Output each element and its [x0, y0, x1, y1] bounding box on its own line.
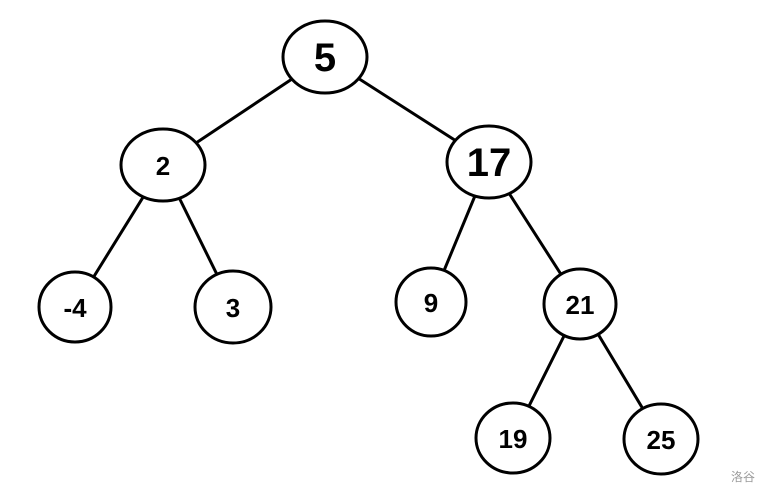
node-circle [119, 127, 207, 203]
node-circle [281, 19, 369, 95]
tree-node-n25: 25 [622, 402, 700, 476]
node-circle [394, 266, 468, 338]
node-label: 25 [647, 425, 676, 455]
node-circle [37, 270, 113, 344]
tree-node-n2: 2 [119, 127, 207, 203]
node-circle [193, 269, 273, 345]
tree-node-n5: 5 [281, 19, 369, 95]
tree-node-nm4: -4 [37, 270, 113, 344]
node-label: 17 [467, 141, 512, 185]
node-label: -4 [63, 293, 87, 323]
tree-node-n17: 17 [445, 124, 533, 200]
tree-node-n19: 19 [474, 401, 552, 475]
node-circle [445, 124, 533, 200]
node-circle [474, 401, 552, 475]
node-circle [622, 402, 700, 476]
edges-layer [73, 55, 663, 441]
tree-node-n9: 9 [394, 266, 468, 338]
nodes-layer: 5 2 17 -4 3 9 21 19 25 [37, 19, 700, 476]
tree-node-n3: 3 [193, 269, 273, 345]
node-label: 19 [499, 424, 528, 454]
tree-node-n21: 21 [542, 267, 618, 341]
node-label: 9 [424, 288, 438, 318]
node-label: 2 [156, 151, 170, 181]
node-label: 21 [566, 290, 595, 320]
node-circle [542, 267, 618, 341]
node-label: 3 [226, 293, 240, 323]
watermark: 洛谷 [730, 470, 755, 484]
node-label: 5 [314, 36, 336, 80]
